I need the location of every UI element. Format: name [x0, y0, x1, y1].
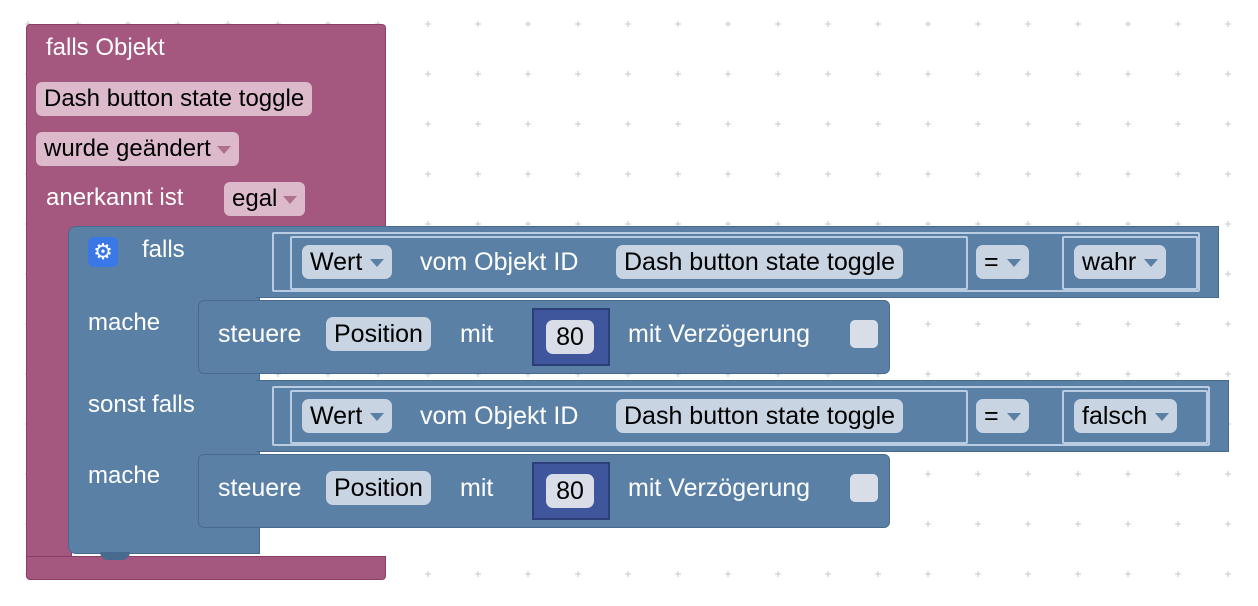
- target-field-2[interactable]: Position: [326, 471, 431, 505]
- with-label: mit: [460, 474, 494, 502]
- with-label: mit: [460, 320, 494, 348]
- value-dropdown-text: Wert: [310, 402, 363, 430]
- boolean-dropdown-1[interactable]: wahr: [1074, 245, 1167, 279]
- delay-label: mit Verzögerung: [628, 320, 811, 348]
- control-label: steuere: [218, 474, 302, 502]
- delay-label: mit Verzögerung: [628, 474, 811, 502]
- number-value[interactable]: 80: [546, 474, 594, 508]
- ack-label: anerkannt ist: [46, 184, 184, 211]
- value-dropdown-text: Wert: [310, 248, 363, 276]
- if-label: falls: [142, 236, 185, 263]
- elseif-label: sonst falls: [88, 391, 195, 418]
- do-label: mache: [88, 309, 161, 336]
- from-object-label: vom Objekt ID: [420, 248, 579, 276]
- control-label: steuere: [218, 320, 302, 348]
- change-mode-dropdown[interactable]: wurde geändert: [36, 132, 239, 166]
- boolean-value: wahr: [1082, 248, 1137, 276]
- operator-dropdown-2[interactable]: =: [976, 399, 1029, 433]
- object-id-field-2[interactable]: Dash button state toggle: [616, 399, 904, 433]
- chevron-down-icon: [283, 195, 298, 204]
- from-object-label: vom Objekt ID: [420, 402, 579, 430]
- ack-value: egal: [232, 185, 278, 212]
- event-title: falls Objekt: [46, 34, 165, 61]
- chevron-down-icon: [370, 259, 385, 268]
- object-name-field[interactable]: Dash button state toggle: [36, 82, 313, 116]
- boolean-value: falsch: [1082, 402, 1148, 430]
- number-block-1[interactable]: 80: [532, 308, 610, 366]
- chevron-down-icon: [1144, 259, 1159, 268]
- number-value[interactable]: 80: [546, 320, 594, 354]
- delay-checkbox-2[interactable]: [850, 474, 878, 502]
- number-block-2[interactable]: 80: [532, 462, 610, 520]
- chevron-down-icon: [370, 413, 385, 422]
- chevron-down-icon: [216, 145, 231, 154]
- boolean-dropdown-2[interactable]: falsch: [1074, 399, 1178, 433]
- operator-text: =: [984, 248, 999, 276]
- object-id-field-1[interactable]: Dash button state toggle: [616, 245, 904, 279]
- ack-dropdown[interactable]: egal: [224, 182, 306, 216]
- value-dropdown-1[interactable]: Wert: [302, 245, 393, 279]
- value-dropdown-2[interactable]: Wert: [302, 399, 393, 433]
- chevron-down-icon: [1006, 413, 1021, 422]
- delay-checkbox-1[interactable]: [850, 320, 878, 348]
- operator-text: =: [984, 402, 999, 430]
- gear-icon[interactable]: ⚙: [88, 237, 118, 267]
- change-mode-value: wurde geändert: [44, 135, 211, 162]
- chevron-down-icon: [1155, 413, 1170, 422]
- operator-dropdown-1[interactable]: =: [976, 245, 1029, 279]
- do2-label: mache: [88, 462, 161, 489]
- chevron-down-icon: [1006, 259, 1021, 268]
- target-field-1[interactable]: Position: [326, 317, 431, 351]
